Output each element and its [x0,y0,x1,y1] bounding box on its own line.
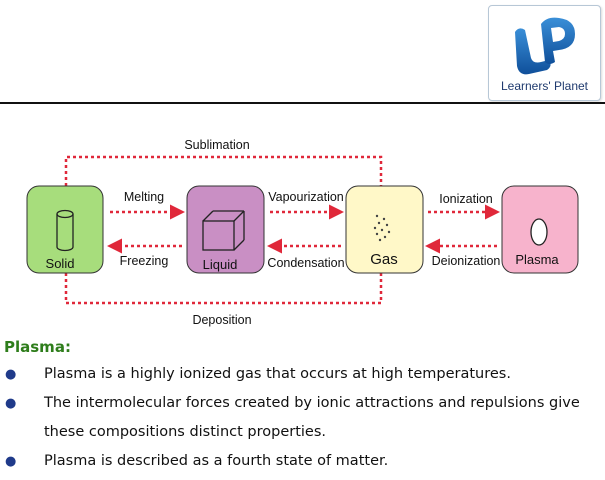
sublimation-path [64,155,383,186]
bullet-text: The intermolecular forces created by ion… [44,395,580,440]
liquid-box [186,185,265,274]
state-label-plasma: Plasma [515,252,559,267]
label-condensation: Condensation [267,256,344,270]
states-of-matter-diagram: Solid Liquid Gas Plasma Sublimation Melt… [26,138,579,327]
gas-box [345,185,424,274]
bullet-icon: ● [5,367,17,382]
bullet-item: ● The intermolecular forces created by i… [0,389,605,447]
label-sublimation: Sublimation [184,138,249,152]
logo-text: Learners' Planet [500,79,588,93]
label-melting: Melting [124,190,164,204]
label-ionization: Ionization [439,192,493,206]
oval-icon [530,218,548,246]
label-deposition: Deposition [192,313,251,327]
bullet-item: ● Plasma is a highly ionized gas that oc… [0,360,605,389]
deposition-path [64,273,383,305]
bullet-item: ● Plasma is described as a fourth state … [0,447,605,476]
state-label-gas: Gas [370,251,398,268]
bullet-icon: ● [5,396,17,411]
section-title: Plasma: [4,338,71,356]
state-label-solid: Solid [46,256,75,271]
particles-icon [373,214,391,242]
plasma-bullet-list: ● Plasma is a highly ionized gas that oc… [0,360,605,476]
label-vapourization: Vapourization [268,190,344,204]
lp-logo-icon [515,17,575,75]
state-label-liquid: Liquid [203,257,238,272]
solid-box [26,185,104,274]
header-divider [0,102,605,104]
learners-planet-logo: Learners' Planet [488,5,601,101]
bullet-text: Plasma is a highly ionized gas that occu… [44,366,511,382]
label-freezing: Freezing [120,254,169,268]
cylinder-icon [56,209,74,252]
bullet-icon: ● [5,454,17,469]
cube-icon [202,210,245,251]
label-deionization: Deionization [432,254,501,268]
bullet-text: Plasma is described as a fourth state of… [44,453,389,469]
